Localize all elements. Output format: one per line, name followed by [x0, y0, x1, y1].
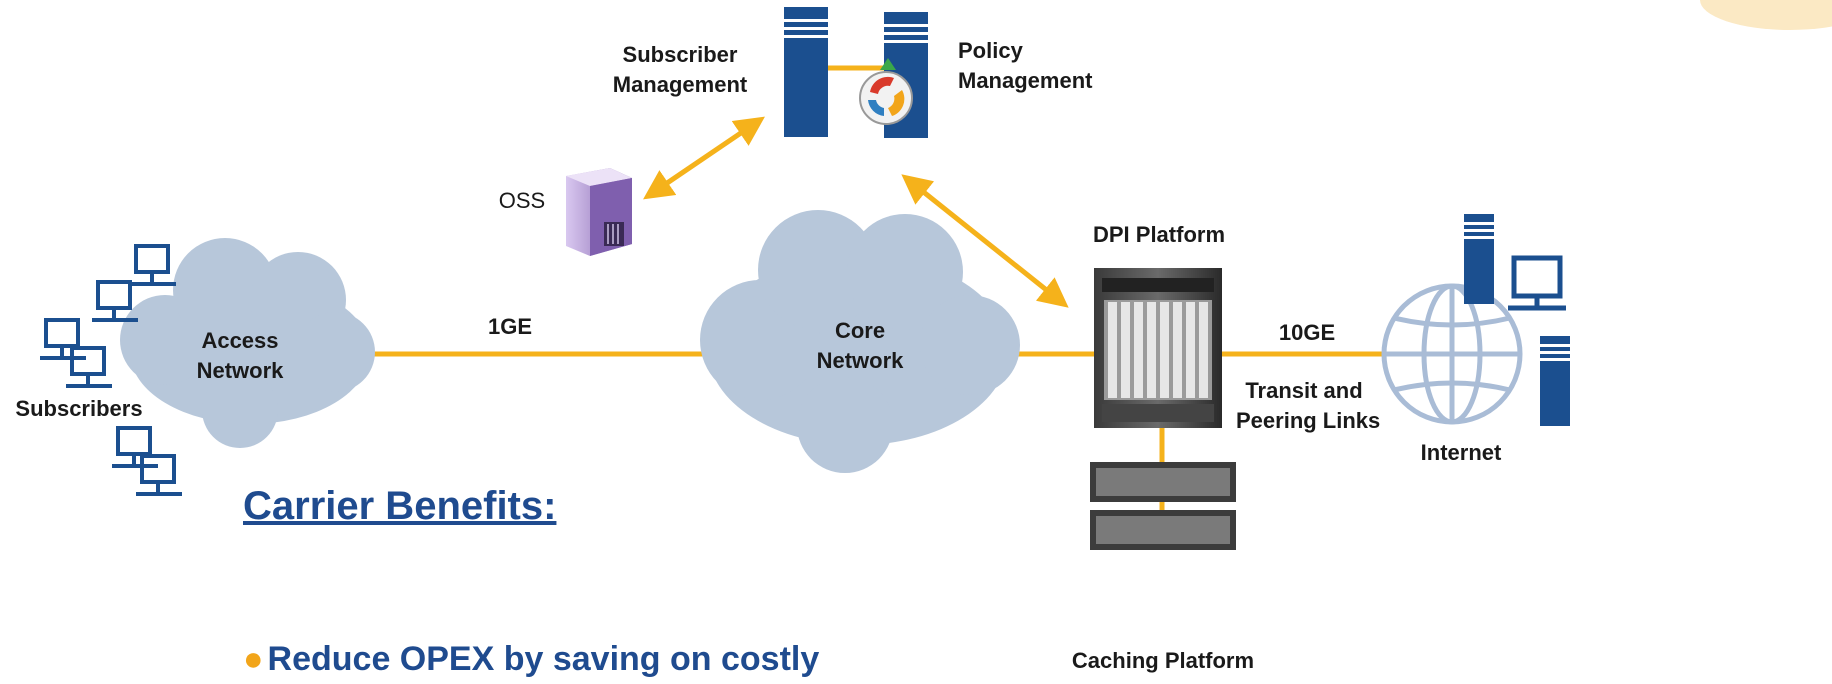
bullet-icon: ● [243, 640, 264, 678]
access-network-cloud [120, 238, 375, 448]
caching-platform-units [1090, 462, 1236, 550]
internet-server-icon [1464, 214, 1494, 304]
policy-icon [859, 58, 913, 125]
dpi-platform-chassis [1094, 268, 1222, 428]
computer-icon [40, 318, 86, 360]
benefit-item: ●Reduce OPEX by saving on costly [243, 640, 819, 679]
access-network-label: Access Network [180, 326, 300, 386]
internet-globe-icon [1381, 283, 1523, 425]
subscriber-computer-icons [40, 244, 182, 496]
policy-management-label: Policy Management [958, 36, 1092, 96]
link-1ge-label: 1GE [487, 314, 533, 339]
internet-server-icon [1540, 336, 1570, 426]
core-network-label: Core Network [800, 316, 920, 376]
internet-computer-icon [1508, 255, 1566, 311]
computer-icon [130, 244, 176, 286]
internet-label: Internet [1420, 440, 1502, 465]
computer-icon [136, 454, 182, 496]
subscriber-management-line1: Subscriber [622, 42, 738, 67]
link-policy-dpi [901, 174, 1069, 308]
computer-icon [92, 280, 138, 322]
core-network-line2: Network [816, 348, 904, 373]
link-mgmt-oss [643, 116, 765, 200]
policy-management-line2: Management [958, 68, 1093, 93]
subscriber-management-line2: Management [612, 72, 748, 97]
subscribers-label: Subscribers [15, 396, 143, 421]
transit-peering-label: Transit and Peering Links [1236, 376, 1381, 436]
transit-peering-line2: Peering Links [1236, 408, 1381, 433]
computer-icon [66, 346, 112, 388]
caching-platform-label: Caching Platform [1071, 648, 1255, 673]
dpi-platform-label: DPI Platform [1092, 222, 1226, 247]
network-links [360, 65, 1392, 510]
policy-management-line1: Policy [958, 38, 1023, 63]
access-network-line2: Network [196, 358, 284, 383]
subscriber-management-server [784, 7, 828, 137]
benefit-item-text: Reduce OPEX by saving on costly [267, 640, 820, 678]
transit-peering-line1: Transit and [1245, 378, 1363, 403]
oss-label: OSS [498, 188, 546, 213]
computer-icon [112, 426, 158, 468]
link-10ge-label: 10GE [1278, 320, 1336, 345]
subscriber-management-label: Subscriber Management [600, 40, 760, 100]
access-network-line1: Access [201, 328, 279, 353]
corner-glow-decoration [1700, 0, 1832, 30]
carrier-benefits-title: Carrier Benefits: [243, 484, 557, 528]
core-network-cloud [700, 210, 1020, 473]
core-network-line1: Core [834, 318, 886, 343]
oss-server-icon [566, 168, 632, 256]
